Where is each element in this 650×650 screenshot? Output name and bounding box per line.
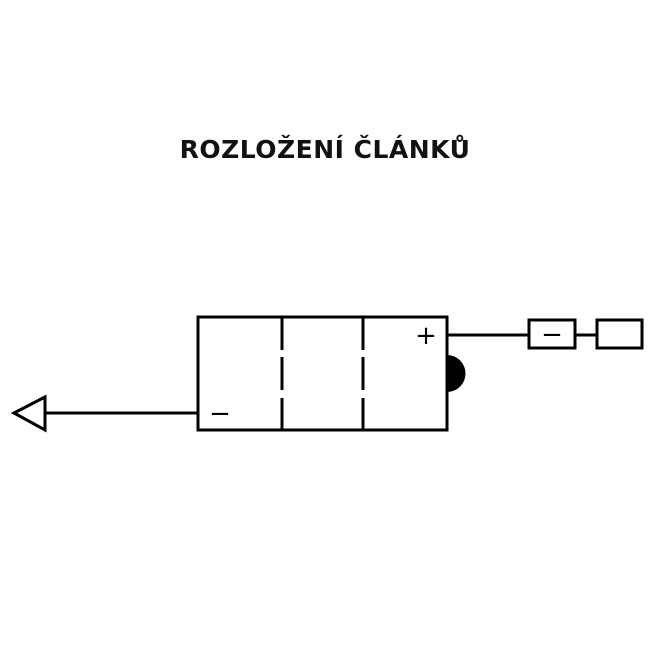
connector-box-2 [595,318,644,350]
connector-minus-label: − [541,320,563,350]
vent-half-circle [447,355,466,392]
battery-body [196,315,449,432]
positive-terminal-label: + [415,321,437,351]
diagram-title: ROZLOŽENÍ ČLÁNKŮ [179,135,471,164]
negative-terminal-label: − [209,399,231,429]
arrow-left-icon [10,394,47,433]
